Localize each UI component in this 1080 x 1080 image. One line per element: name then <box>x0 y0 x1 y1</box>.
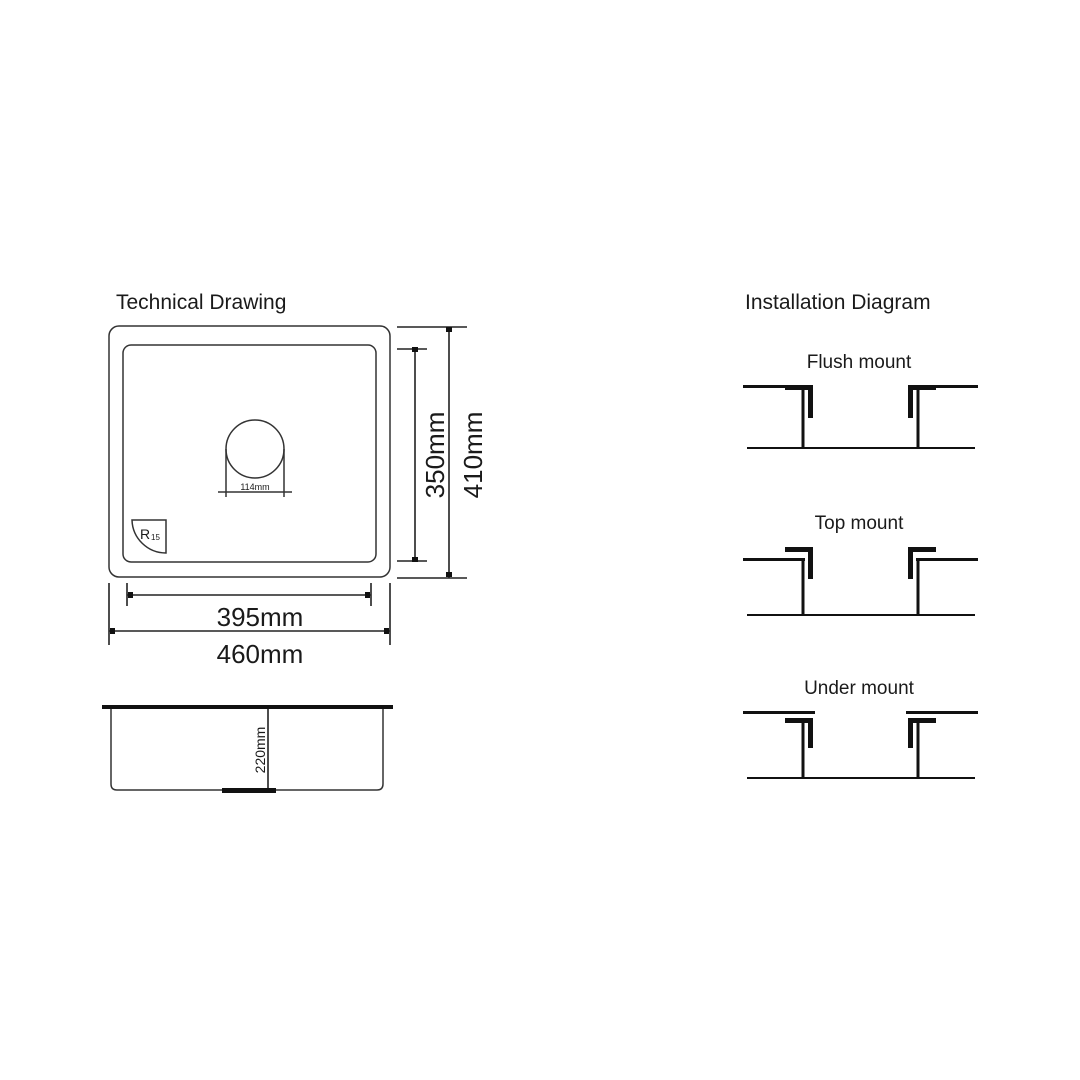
dimension-outer-length: 410mm <box>397 326 488 579</box>
under-mount-left <box>743 711 815 778</box>
top-mount-left <box>743 547 813 615</box>
outer-width-label: 460mm <box>217 639 304 669</box>
dimension-inner-length: 350mm <box>397 347 450 562</box>
drain-diameter-label: 114mm <box>240 482 269 492</box>
under-mount-right <box>906 711 978 778</box>
installation-diagram-title: Installation Diagram <box>745 291 931 314</box>
sink-outer-outline <box>108 325 391 578</box>
dimension-outer-width: 460mm <box>108 583 391 669</box>
drain-hole: 114mm <box>218 419 292 497</box>
technical-drawing: Technical Drawing 114mm R 15 350mm <box>102 291 488 793</box>
under-mount-label: Under mount <box>804 678 915 699</box>
outer-length-label: 410mm <box>458 412 488 499</box>
drain-outlet <box>222 788 276 793</box>
top-mount-diagram: Top mount <box>743 513 978 616</box>
flush-mount-left <box>743 385 813 448</box>
inner-width-label: 395mm <box>217 602 304 632</box>
top-mount-right <box>908 547 978 615</box>
sink-bowl-outline <box>122 344 377 563</box>
dimension-inner-width: 395mm <box>126 583 372 632</box>
inner-length-label: 350mm <box>420 412 450 499</box>
sink-body-profile <box>110 709 384 791</box>
depth-label: 220mm <box>252 727 268 774</box>
corner-radius-letter: R <box>140 526 150 542</box>
flush-mount-diagram: Flush mount <box>743 352 978 449</box>
drain-circle <box>225 419 285 479</box>
corner-radius-marker: R 15 <box>131 519 167 554</box>
side-view: 220mm <box>102 705 393 793</box>
flush-mount-right <box>908 385 978 448</box>
installation-diagram: Installation Diagram Flush mount Top mou… <box>743 291 978 779</box>
sink-rim <box>102 705 393 709</box>
flush-mount-label: Flush mount <box>807 352 912 373</box>
technical-drawing-title: Technical Drawing <box>116 291 286 314</box>
top-mount-label: Top mount <box>815 513 904 534</box>
under-mount-diagram: Under mount <box>743 678 978 779</box>
corner-radius-value: 15 <box>151 533 160 542</box>
